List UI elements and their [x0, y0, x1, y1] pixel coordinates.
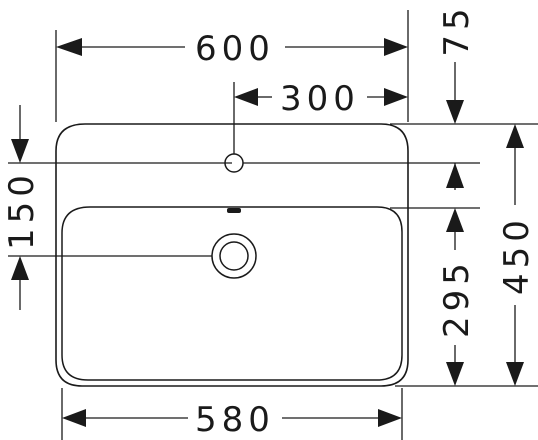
dimension-150: [8, 105, 232, 310]
dimension-450-label: 450: [497, 215, 537, 295]
dimension-580-label: 580: [195, 400, 275, 440]
dimension-75: [446, 62, 464, 190]
basin-bowl-outline: [61, 206, 403, 381]
dimension-75-label: 75: [437, 3, 477, 56]
dimension-150-label: 150: [2, 170, 42, 250]
dimension-450: [506, 124, 524, 386]
dimension-600-label: 600: [195, 29, 275, 69]
basin-outer-outline: [55, 123, 409, 387]
dimension-295: [446, 208, 464, 386]
dimension-300-label: 300: [280, 79, 360, 119]
dimension-300: [233, 82, 408, 154]
overflow-slot: [227, 208, 241, 213]
dimension-295-label: 295: [437, 258, 477, 338]
dimension-580: [61, 388, 403, 440]
dimension-600: [55, 10, 409, 122]
